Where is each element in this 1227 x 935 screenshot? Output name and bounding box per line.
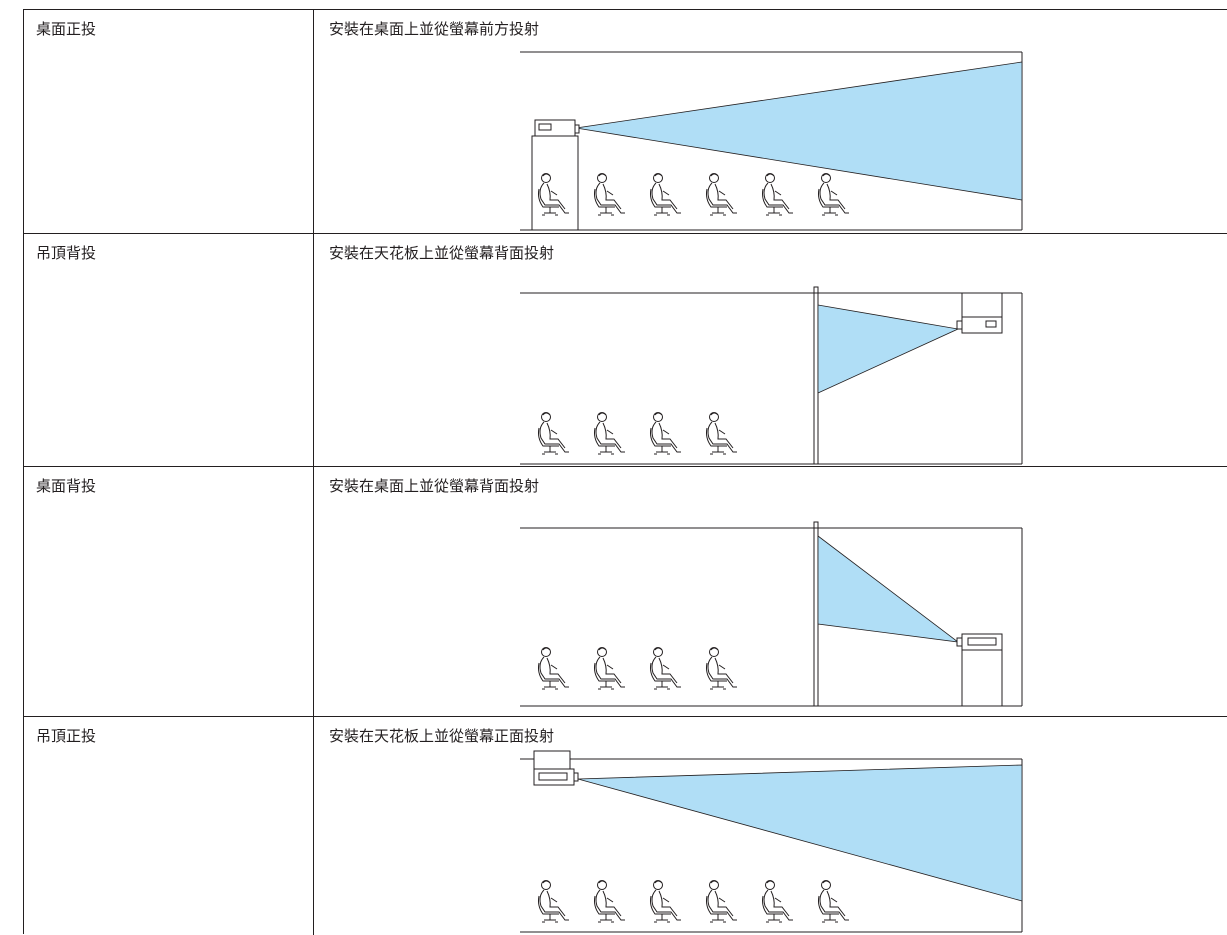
mode-description: 安裝在桌面上並從螢幕前方投射 bbox=[329, 20, 540, 38]
mode-label: 桌面正投 bbox=[36, 20, 97, 38]
ceiling-rear-diagram bbox=[520, 286, 1023, 465]
table-row: 吊頂背投 安裝在天花板上並從螢幕背面投射 bbox=[24, 234, 1227, 467]
mode-description: 安裝在天花板上並從螢幕背面投射 bbox=[329, 244, 555, 262]
mode-description: 安裝在桌面上並從螢幕背面投射 bbox=[329, 477, 540, 495]
column-divider bbox=[313, 467, 314, 716]
column-divider bbox=[313, 10, 314, 233]
mode-label: 吊頂正投 bbox=[36, 727, 97, 745]
desk-rear-diagram bbox=[520, 521, 1023, 707]
table-row: 桌面正投 安裝在桌面上並從螢幕前方投射 bbox=[24, 10, 1227, 234]
installation-table: 桌面正投 安裝在桌面上並從螢幕前方投射 吊頂背投 安裝在天花板上並從螢幕背面投射 bbox=[23, 9, 1227, 935]
mode-description: 安裝在天花板上並從螢幕正面投射 bbox=[329, 727, 555, 745]
table-row: 桌面背投 安裝在桌面上並從螢幕背面投射 bbox=[24, 467, 1227, 717]
column-divider bbox=[313, 717, 314, 935]
desk-front-diagram bbox=[520, 51, 1023, 231]
ceiling-front-diagram bbox=[520, 750, 1023, 933]
mode-label: 吊頂背投 bbox=[36, 244, 97, 262]
table-row: 吊頂正投 安裝在天花板上並從螢幕正面投射 bbox=[24, 717, 1227, 935]
mode-label: 桌面背投 bbox=[36, 477, 97, 495]
column-divider bbox=[313, 234, 314, 466]
